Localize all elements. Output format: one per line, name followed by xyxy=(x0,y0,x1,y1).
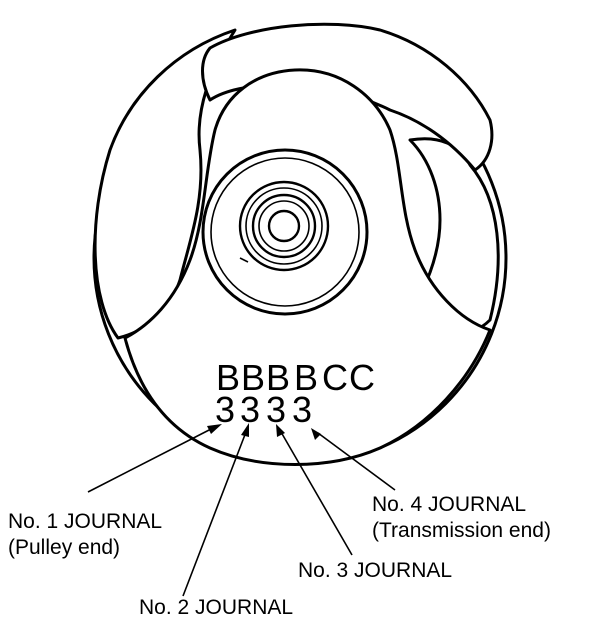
label-journal-1: No. 1 JOURNAL xyxy=(8,510,162,533)
code-journal-2: 3 xyxy=(240,389,260,430)
code-top-6: C xyxy=(349,357,375,398)
center-bore xyxy=(267,209,301,243)
leader-journal-4 xyxy=(317,432,396,491)
snout-boss-inner xyxy=(210,157,360,307)
upper-web-edge xyxy=(201,22,494,172)
nose-ring-3 xyxy=(251,193,317,259)
snout-boss xyxy=(201,148,369,316)
nose-ring-4 xyxy=(258,200,310,252)
arrowhead-journal-2 xyxy=(241,423,249,437)
code-top-3: B xyxy=(266,357,290,398)
keyway-mark xyxy=(239,257,249,263)
nose-ring-1 xyxy=(238,180,330,272)
nose-ring-2 xyxy=(245,187,323,265)
code-journal-4: 3 xyxy=(292,389,312,430)
code-journal-1: 3 xyxy=(215,389,235,430)
label-journal-3: No. 3 JOURNAL xyxy=(298,559,452,582)
leader-journal-2 xyxy=(182,431,247,597)
leader-journal-1 xyxy=(87,427,214,493)
label-journal-4-note: (Transmission end) xyxy=(372,519,551,542)
label-journal-1-note: (Pulley end) xyxy=(8,536,120,559)
code-top-4: B xyxy=(294,357,318,398)
arrowhead-journal-4 xyxy=(311,428,321,440)
arrowhead-journal-1 xyxy=(207,424,222,434)
arrowhead-journal-3 xyxy=(276,424,285,437)
code-journal-3: 3 xyxy=(266,389,286,430)
leader-journal-3 xyxy=(280,431,353,556)
code-top-1: B xyxy=(216,357,240,398)
code-top-5: C xyxy=(322,357,348,398)
label-journal-2: No. 2 JOURNAL xyxy=(139,596,293,619)
code-top-2: B xyxy=(241,357,265,398)
label-journal-4: No. 4 JOURNAL xyxy=(372,493,526,516)
